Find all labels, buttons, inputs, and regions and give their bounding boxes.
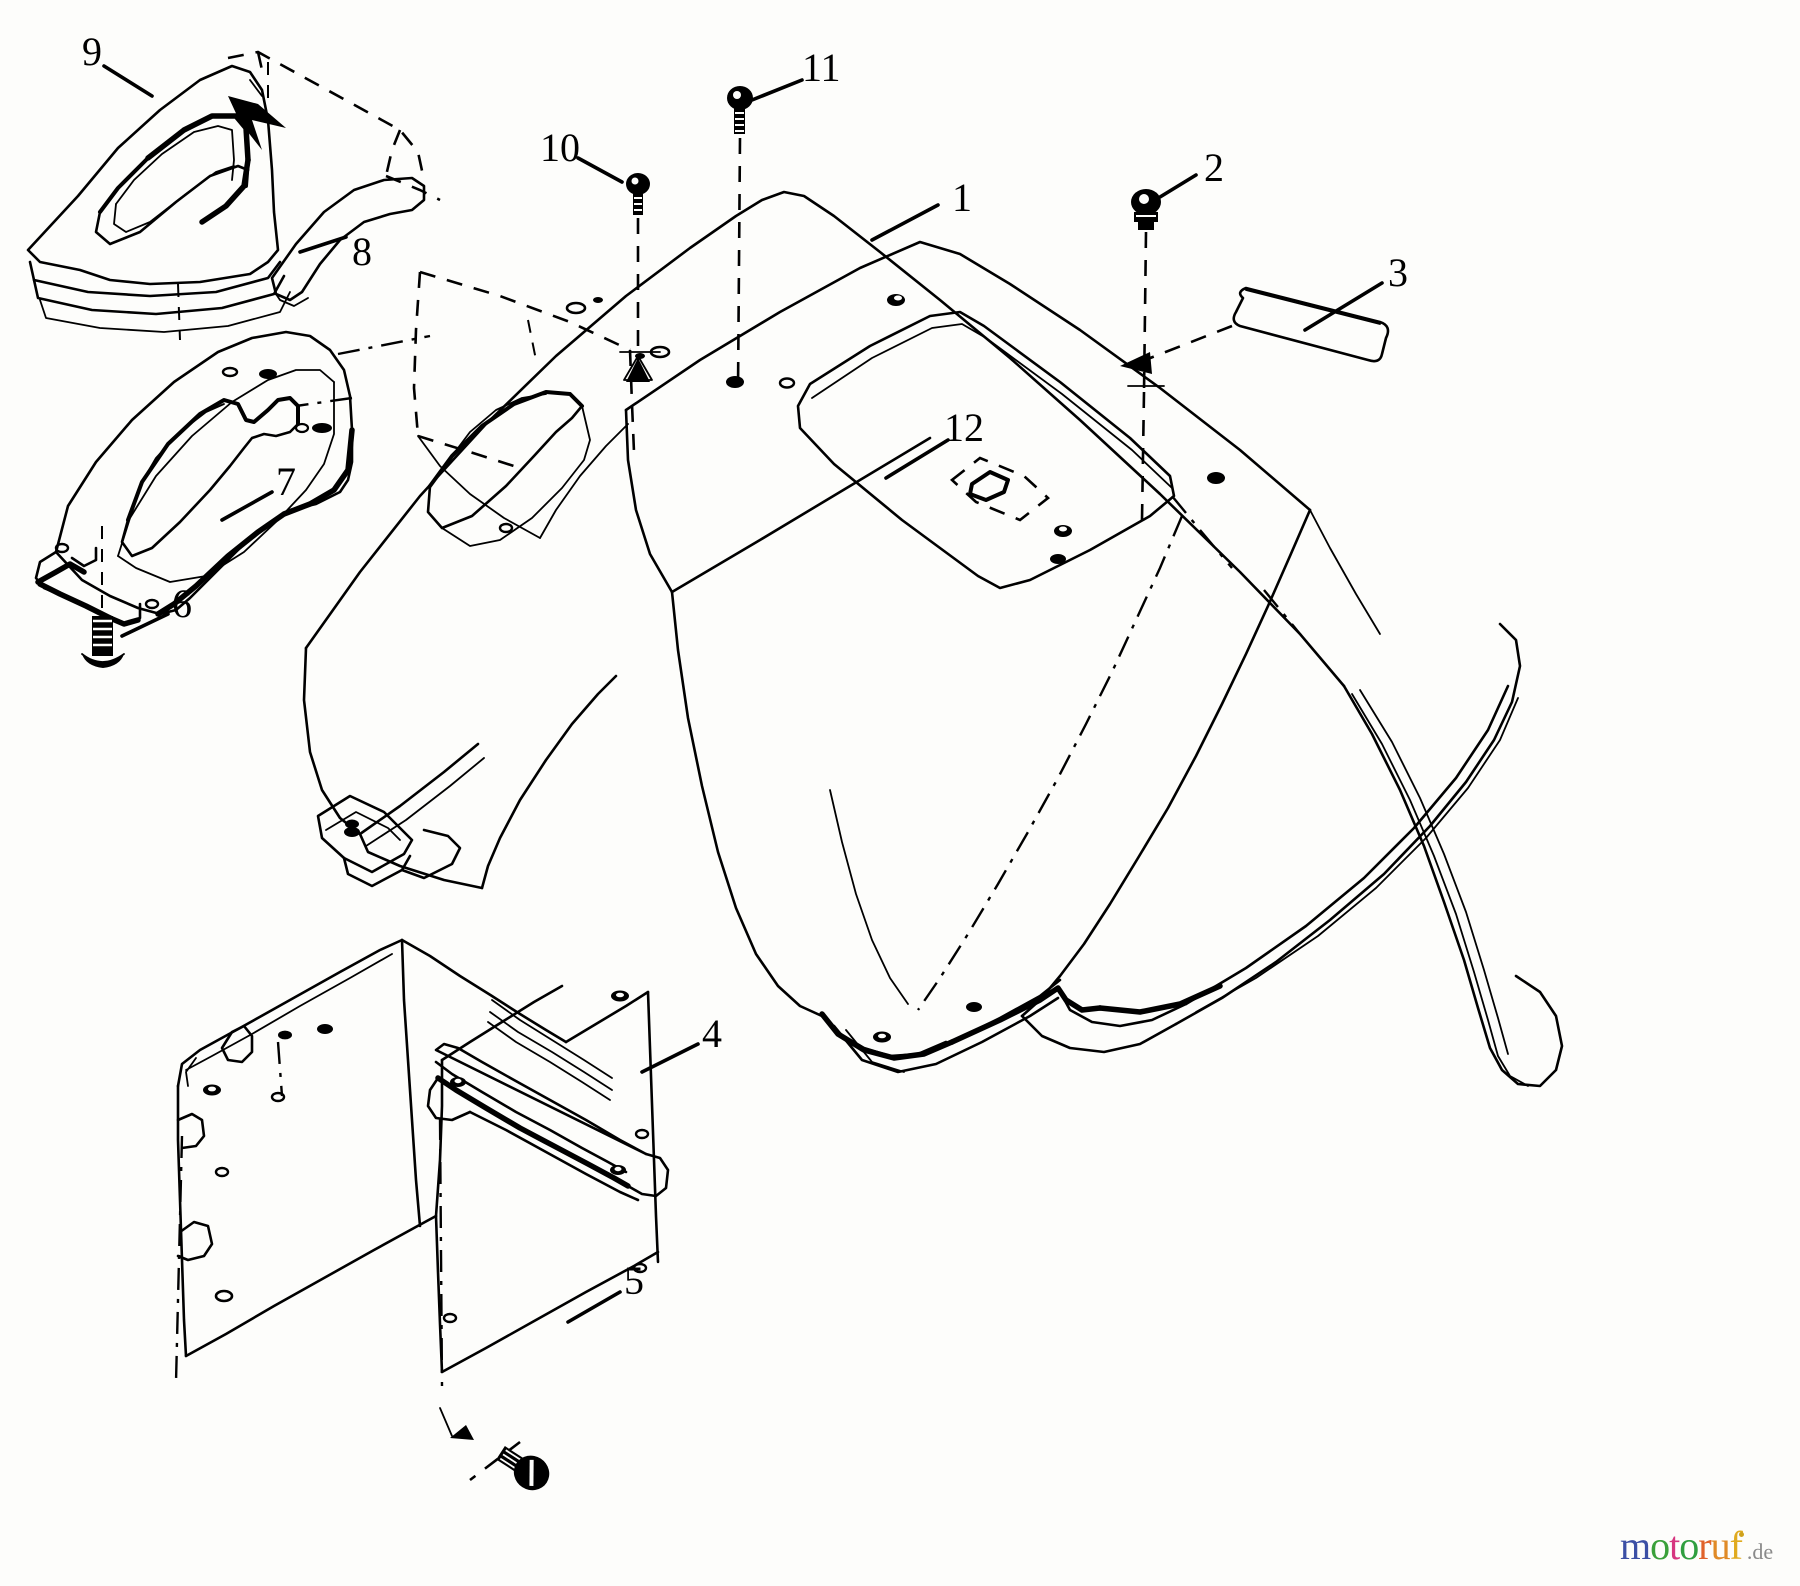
callout-2: 2	[1204, 145, 1224, 190]
callout-1: 1	[952, 175, 972, 220]
watermark-letter-o1: o	[1650, 1523, 1670, 1568]
callout-8: 8	[352, 229, 372, 274]
watermark-letter-u: u	[1710, 1523, 1731, 1568]
part-12-latch-tab	[949, 456, 1051, 522]
watermark-letter-f: f	[1729, 1523, 1743, 1568]
part-2-nut	[1127, 189, 1165, 521]
part-4-battery-box	[174, 794, 670, 1387]
watermark-letter-m: m	[1620, 1523, 1651, 1568]
watermark-dot-accent	[1738, 1532, 1744, 1537]
callout-9: 9	[82, 29, 102, 74]
callout-5: 5	[624, 1258, 644, 1303]
watermark-letter-t: t	[1669, 1523, 1680, 1568]
callout-10: 10	[540, 125, 580, 170]
callout-12: 12	[944, 405, 984, 450]
part-11-screw	[727, 86, 753, 391]
part-3-decal-strip	[1120, 286, 1390, 374]
part-7-fender-panel	[34, 330, 431, 627]
part-1-hood-body	[302, 190, 1564, 1088]
callout-leader-lines	[102, 64, 1384, 1324]
part-8-pad-strip	[270, 176, 426, 307]
watermark-letter-o2: o	[1679, 1523, 1699, 1568]
part-10-screw	[619, 173, 661, 382]
part-6-screw	[81, 526, 125, 668]
callout-4: 4	[702, 1011, 722, 1056]
part-9-fender-pad	[26, 64, 291, 333]
watermark-tld: .de	[1746, 1539, 1774, 1564]
ghost-outline-upper-left	[177, 50, 441, 341]
watermark-letter-r: r	[1698, 1523, 1711, 1568]
callout-7: 7	[276, 459, 296, 504]
motoruf-watermark: motoruf.de	[1620, 1522, 1773, 1569]
callout-6: 6	[172, 581, 192, 626]
part-5-screw	[439, 1407, 550, 1491]
callout-3: 3	[1388, 250, 1408, 295]
callout-11: 11	[802, 45, 841, 90]
